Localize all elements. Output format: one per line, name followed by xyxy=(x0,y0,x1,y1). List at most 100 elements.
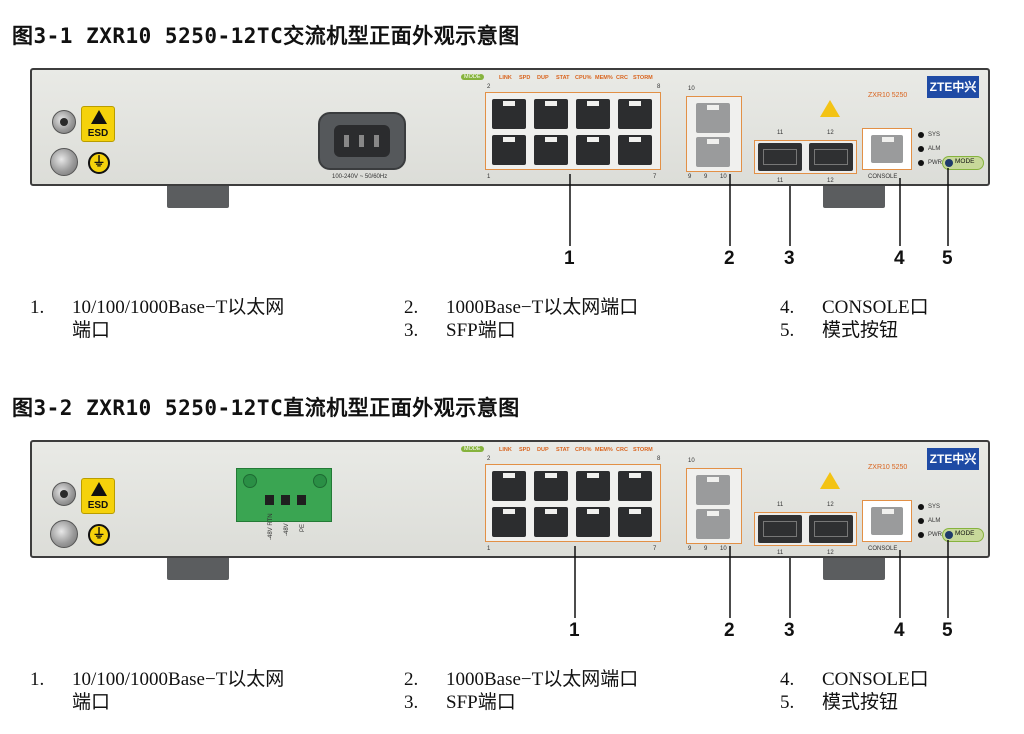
led-label: DUP xyxy=(537,75,549,81)
port-number: 9 xyxy=(704,546,708,552)
port-number: 10 xyxy=(720,546,727,552)
legend-text: 模式按钮 xyxy=(822,692,899,713)
legend-text: 模式按钮 xyxy=(822,320,899,341)
port-number: 9 xyxy=(704,174,708,180)
port-number: 1 xyxy=(487,174,491,180)
ground-screw-icon xyxy=(50,148,78,176)
console-rj45-icon[interactable] xyxy=(871,135,903,163)
callout-lines: 1 2 3 4 5 xyxy=(0,512,1024,641)
led-label: STAT xyxy=(556,75,570,81)
sfp-port-icon[interactable] xyxy=(809,515,853,543)
led-label: STAT xyxy=(556,447,570,453)
led-label: LINK xyxy=(499,447,512,453)
mode-indicator-label: MODE xyxy=(461,74,484,80)
ethernet-ports-1-8 xyxy=(485,92,661,170)
rj45-port-icon[interactable] xyxy=(534,471,568,501)
rj45-port-icon[interactable] xyxy=(696,475,730,505)
callout-lines: 1 2 3 4 5 xyxy=(0,140,1024,269)
console-port xyxy=(862,500,912,542)
legend-text: 端口 xyxy=(72,320,111,341)
led-label: CPU% xyxy=(575,75,592,81)
rj45-port-icon[interactable] xyxy=(534,135,568,165)
legend-num: 4. xyxy=(780,297,795,318)
chassis: ESD ⏚ -48V RTN -48V PE MODE LINK SPD DUP… xyxy=(30,440,990,558)
port-number: 8 xyxy=(657,456,661,462)
port-number: 9 xyxy=(688,546,692,552)
rj45-port-icon[interactable] xyxy=(696,103,730,133)
zte-logo: ZTE中兴 xyxy=(927,76,979,98)
panel-foot xyxy=(167,186,229,208)
rj45-port-icon[interactable] xyxy=(618,507,652,537)
legend-num: 1. xyxy=(30,297,45,318)
rj45-port-icon[interactable] xyxy=(576,135,610,165)
led-label: DUP xyxy=(537,447,549,453)
port-number: 12 xyxy=(827,550,834,556)
rj45-port-icon[interactable] xyxy=(534,507,568,537)
sfp-port-icon[interactable] xyxy=(758,515,802,543)
led-label: MEM% xyxy=(595,75,613,81)
port-number: 10 xyxy=(688,458,695,464)
led-label: CRC xyxy=(616,75,628,81)
legend-num: 3. xyxy=(404,320,419,341)
port-number: 11 xyxy=(777,550,784,556)
screw-icon xyxy=(52,110,76,134)
port-number: 7 xyxy=(653,546,657,552)
ground-screw-icon xyxy=(50,520,78,548)
esd-warning-icon: ESD xyxy=(81,106,115,142)
sfp-ports xyxy=(754,512,857,546)
sfp-port-icon[interactable] xyxy=(809,143,853,171)
callout-leaders xyxy=(569,168,949,246)
rj45-port-icon[interactable] xyxy=(492,135,526,165)
ac-power-socket xyxy=(318,112,406,170)
mode-button[interactable]: MODE xyxy=(942,528,984,542)
callout-number: 1 xyxy=(564,248,575,269)
zte-logo: ZTE中兴 xyxy=(927,448,979,470)
rj45-port-icon[interactable] xyxy=(492,471,526,501)
console-label: CONSOLE xyxy=(868,174,898,180)
led-label: LINK xyxy=(499,75,512,81)
ethernet-ports-9-10 xyxy=(686,468,742,544)
status-label: PWR xyxy=(928,532,942,538)
port-number: 11 xyxy=(777,178,784,184)
led-label: SPD xyxy=(519,75,531,81)
legend-text: 1000Base−T以太网端口 xyxy=(446,669,639,690)
mode-button[interactable]: MODE xyxy=(942,156,984,170)
figure-title: 图3-2 ZXR10 5250-12TC直流机型正面外观示意图 xyxy=(12,396,520,420)
callout-number: 3 xyxy=(784,620,795,641)
port-number: 11 xyxy=(777,130,784,136)
rj45-port-icon[interactable] xyxy=(618,99,652,129)
rj45-port-icon[interactable] xyxy=(492,507,526,537)
port-number: 1 xyxy=(487,546,491,552)
ethernet-ports-9-10 xyxy=(686,96,742,172)
rj45-port-icon[interactable] xyxy=(696,137,730,167)
mode-indicator-label: MODE xyxy=(461,446,484,452)
led-label: CRC xyxy=(616,447,628,453)
legend-text: 1000Base−T以太网端口 xyxy=(446,297,639,318)
rj45-port-icon[interactable] xyxy=(696,509,730,539)
legend-text: SFP端口 xyxy=(446,320,516,341)
rj45-port-icon[interactable] xyxy=(618,471,652,501)
legend-text: SFP端口 xyxy=(446,692,516,713)
callout-number: 2 xyxy=(724,620,735,641)
callout-number: 4 xyxy=(894,248,905,269)
console-label: CONSOLE xyxy=(868,546,898,552)
callout-number: 1 xyxy=(569,620,580,641)
legend-text: CONSOLE口 xyxy=(822,669,929,690)
rj45-port-icon[interactable] xyxy=(618,135,652,165)
callout-leaders xyxy=(574,540,949,618)
rj45-port-icon[interactable] xyxy=(576,99,610,129)
sfp-port-icon[interactable] xyxy=(758,143,802,171)
console-rj45-icon[interactable] xyxy=(871,507,903,535)
port-number: 10 xyxy=(720,174,727,180)
rj45-port-icon[interactable] xyxy=(492,99,526,129)
sfp-ports xyxy=(754,140,857,174)
legend-text: 10/100/1000Base−T以太网 xyxy=(72,669,285,690)
callout-number: 3 xyxy=(784,248,795,269)
rj45-port-icon[interactable] xyxy=(576,471,610,501)
rj45-port-icon[interactable] xyxy=(576,507,610,537)
legend-text: 端口 xyxy=(72,692,111,713)
port-number: 2 xyxy=(487,456,491,462)
chassis: ESD ⏚ 100-240V ~ 50/60Hz MODE LINK SPD D… xyxy=(30,68,990,186)
panel-foot xyxy=(823,558,885,580)
rj45-port-icon[interactable] xyxy=(534,99,568,129)
